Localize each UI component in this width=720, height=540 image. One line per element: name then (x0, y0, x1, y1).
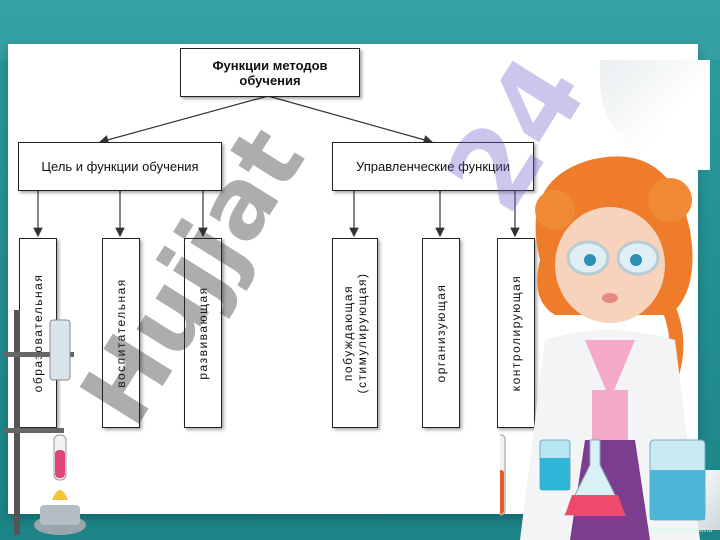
branch-management-node: Управленческие функции (332, 142, 534, 191)
arrow-root-left (98, 95, 269, 145)
leaf-motivating-sublabel: (стимулирующая) (355, 272, 369, 394)
root-node: Функции методов обучения (180, 48, 360, 97)
branch-goals-label: Цель и функции обучения (41, 159, 199, 174)
lab-stand-illustration (4, 310, 86, 535)
leaf-upbringing-label: воспитательная (114, 278, 128, 388)
scientist-girl-illustration (500, 156, 706, 540)
leaf-developing-label: развивающая (196, 286, 210, 380)
leaf-upbringing: воспитательная (102, 238, 140, 428)
leaf-developing: развивающая (184, 238, 222, 428)
credit-text: presentation-creation.ru (648, 528, 712, 534)
leaf-organizing-label: организующая (434, 283, 448, 383)
root-node-label: Функции методов обучения (212, 57, 328, 88)
leaf-motivating: побуждающая (стимулирующая) (332, 238, 378, 428)
arrow-root-right (267, 95, 434, 145)
leaf-motivating-label: побуждающая (341, 284, 355, 382)
leaf-organizing: организующая (422, 238, 460, 428)
branch-management-label: Управленческие функции (356, 159, 510, 174)
leaf-controlling: контролирующая (497, 238, 535, 428)
branch-goals-node: Цель и функции обучения (18, 142, 222, 191)
